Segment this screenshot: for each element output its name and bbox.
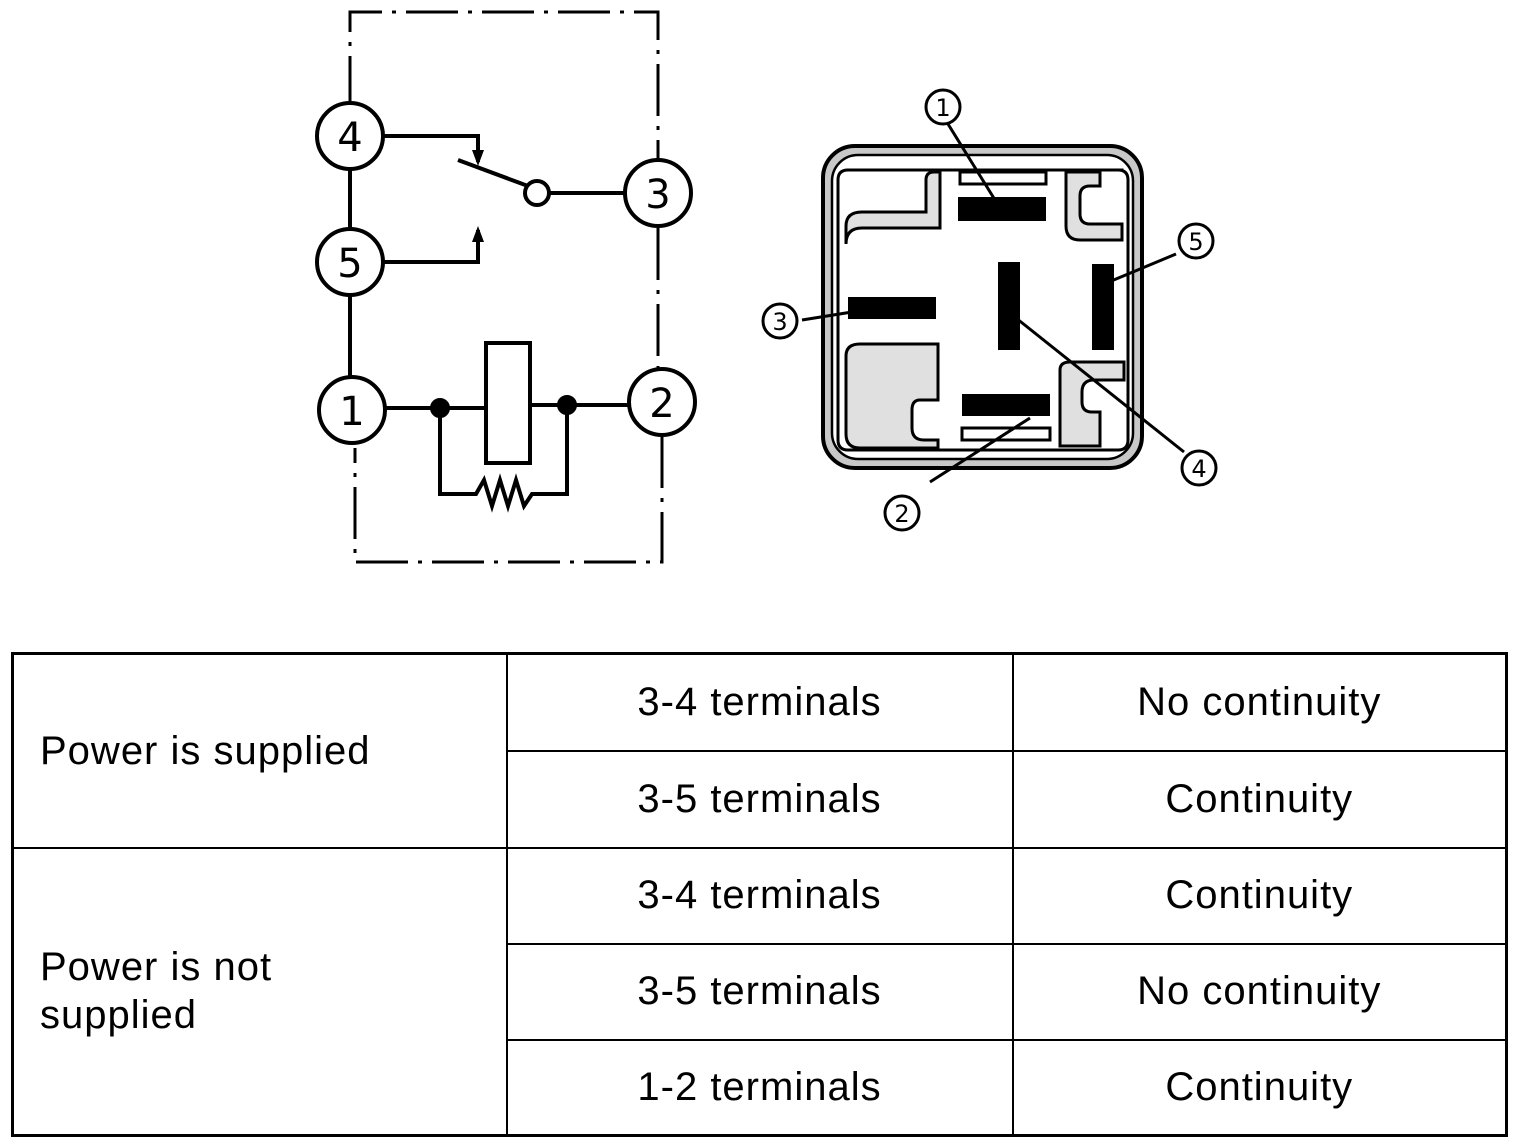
connector-callout-4: 4 <box>1180 449 1218 487</box>
blade-4 <box>998 262 1020 350</box>
terminals-cell: 3-4 terminals <box>505 652 1014 752</box>
schematic-terminal-1: 1 <box>317 375 387 445</box>
switch-pivot <box>523 179 551 207</box>
connector-callout-2: 2 <box>883 494 921 532</box>
terminals-cell: 3-5 terminals <box>505 942 1014 1041</box>
svg-text:5: 5 <box>1188 228 1203 256</box>
terminals-cell: 3-5 terminals <box>505 749 1014 849</box>
result-cell: Continuity <box>1011 846 1508 945</box>
svg-text:2: 2 <box>649 381 674 427</box>
table-row: 3-5 terminals Continuity <box>13 749 1508 849</box>
blade-1 <box>958 197 1046 221</box>
table-row: 3-5 terminals No continuity <box>13 942 1508 1041</box>
svg-text:4: 4 <box>1191 455 1206 483</box>
coil-resistor <box>438 405 569 513</box>
no-contact-wire <box>383 230 480 264</box>
relay-diagrams: 4 3 5 1 2 <box>315 10 1218 564</box>
svg-text:3: 3 <box>772 308 787 336</box>
connector-callout-1: 1 <box>924 88 962 126</box>
condition-cell: Power is not supplied <box>11 846 508 1137</box>
result-cell: Continuity <box>1011 1038 1508 1137</box>
svg-text:3: 3 <box>645 172 670 218</box>
condition-cell: Power is supplied <box>11 652 508 849</box>
result-cell: Continuity <box>1011 749 1508 849</box>
result-cell: No continuity <box>1011 652 1508 752</box>
svg-text:4: 4 <box>337 115 362 161</box>
blade-2 <box>962 394 1050 416</box>
result-cell: No continuity <box>1011 942 1508 1041</box>
schematic-terminal-2: 2 <box>627 367 697 437</box>
table-row: 1-2 terminals Continuity <box>13 1038 1508 1137</box>
connector-callout-5: 5 <box>1177 222 1215 260</box>
continuity-table: Power is supplied 3-4 terminals No conti… <box>11 652 1508 1137</box>
svg-text:1: 1 <box>935 94 950 122</box>
svg-text:5: 5 <box>337 241 362 287</box>
switch-arm <box>457 158 529 188</box>
table-row: Power is supplied 3-4 terminals No conti… <box>11 652 1508 849</box>
svg-text:2: 2 <box>894 500 909 528</box>
schematic-terminal-5: 5 <box>315 227 385 297</box>
blade-5 <box>1092 264 1114 350</box>
terminals-cell: 3-4 terminals <box>505 846 1014 945</box>
schematic-terminal-4: 4 <box>315 101 385 171</box>
nc-contact-wire <box>383 134 480 162</box>
housing-outline <box>348 10 664 564</box>
relay-connector: 1 5 3 4 2 <box>761 88 1218 532</box>
schematic-terminal-3: 3 <box>623 158 693 228</box>
terminals-cell: 1-2 terminals <box>505 1038 1014 1137</box>
relay-schematic <box>348 10 664 564</box>
table-row: Power is not supplied 3-4 terminals Cont… <box>11 846 1508 1137</box>
relay-coil <box>484 341 532 465</box>
blade-3 <box>848 297 936 319</box>
svg-text:1: 1 <box>339 389 364 435</box>
connector-callout-3: 3 <box>761 302 799 340</box>
